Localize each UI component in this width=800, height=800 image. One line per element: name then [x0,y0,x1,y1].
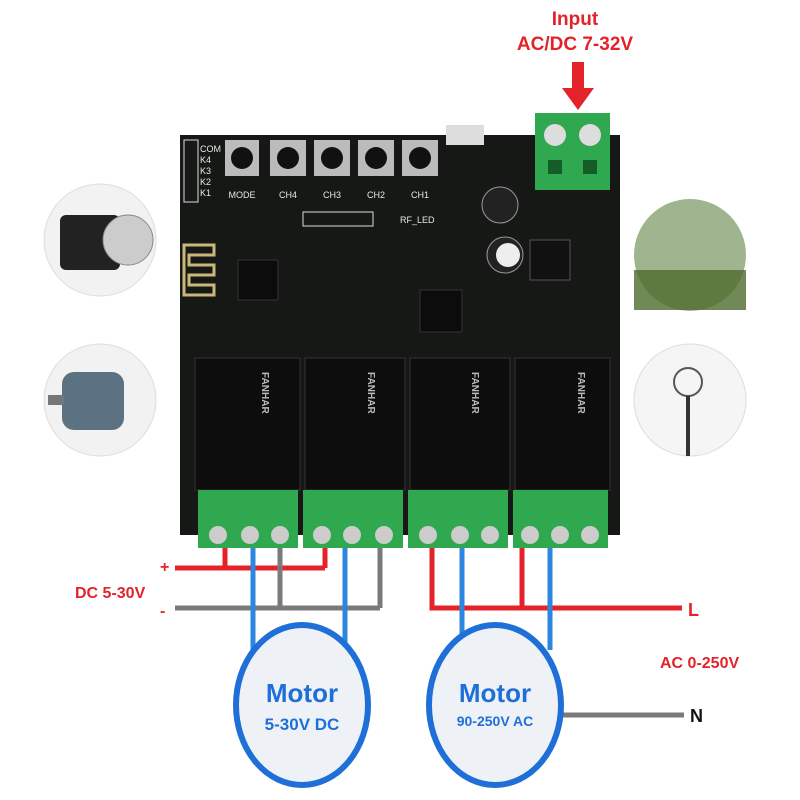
input-arrow-icon [562,62,594,110]
rf-led-label: RF_LED [400,215,435,225]
svg-text:FANHAR: FANHAR [469,372,480,414]
ac-motor-photo [43,343,157,457]
dc-plus-label: + [160,559,169,576]
mcu-chip [419,289,463,333]
ac-supply-label: AC 0-250V [660,655,739,672]
svg-text:CH2: CH2 [367,190,385,200]
relay-4: FANHAR [514,357,611,491]
relay-2: FANHAR [304,357,406,491]
svg-text:K3: K3 [200,166,211,176]
svg-text:K1: K1 [200,188,211,198]
svg-text:CH1: CH1 [411,190,429,200]
ac-motor: Motor 90-250V AC [426,622,564,788]
pin-header [302,211,374,227]
wifi-chip [237,259,279,301]
sprinkler-photo [634,199,746,311]
ch3-button[interactable]: CH3 [314,140,350,200]
usb-port [446,125,484,145]
header-pins: COM K4 K3 K2 K1 [183,139,221,203]
ch2-button[interactable]: CH2 [358,140,394,200]
svg-text:FANHAR: FANHAR [259,372,270,414]
svg-text:FANHAR: FANHAR [365,372,376,414]
svg-text:CH4: CH4 [279,190,297,200]
mode-button[interactable]: MODE [225,140,259,200]
svg-text:90-250V AC: 90-250V AC [457,713,534,729]
ch1-button[interactable]: CH1 [402,140,438,200]
input-title: Input [552,9,599,30]
dc-minus-label: - [160,603,165,620]
antenna [182,243,216,297]
svg-text:FANHAR: FANHAR [575,372,586,414]
svg-text:Motor: Motor [266,678,338,708]
input-voltage: AC/DC 7-32V [517,34,633,55]
svg-text:5-30V DC: 5-30V DC [265,715,340,734]
svg-text:COM: COM [200,144,221,154]
dc-motor: Motor 5-30V DC [233,622,371,788]
ch4-button[interactable]: CH4 [270,140,306,200]
svg-text:Motor: Motor [459,678,531,708]
capacitor [481,186,519,224]
wires [175,548,684,718]
dc-supply-label: DC 5-30V [75,585,146,602]
relay-3: FANHAR [409,357,511,491]
dc-motor-photo [43,183,157,297]
inductor [529,239,571,281]
svg-text:K2: K2 [200,177,211,187]
fan-photo [633,343,747,457]
output-terminals [198,490,608,548]
svg-text:K4: K4 [200,155,211,165]
input-terminal [535,113,610,190]
svg-text:MODE: MODE [229,190,256,200]
relay-1: FANHAR [194,357,301,491]
svg-text:CH3: CH3 [323,190,341,200]
neutral-label: N [690,706,703,726]
live-label: L [688,600,699,620]
